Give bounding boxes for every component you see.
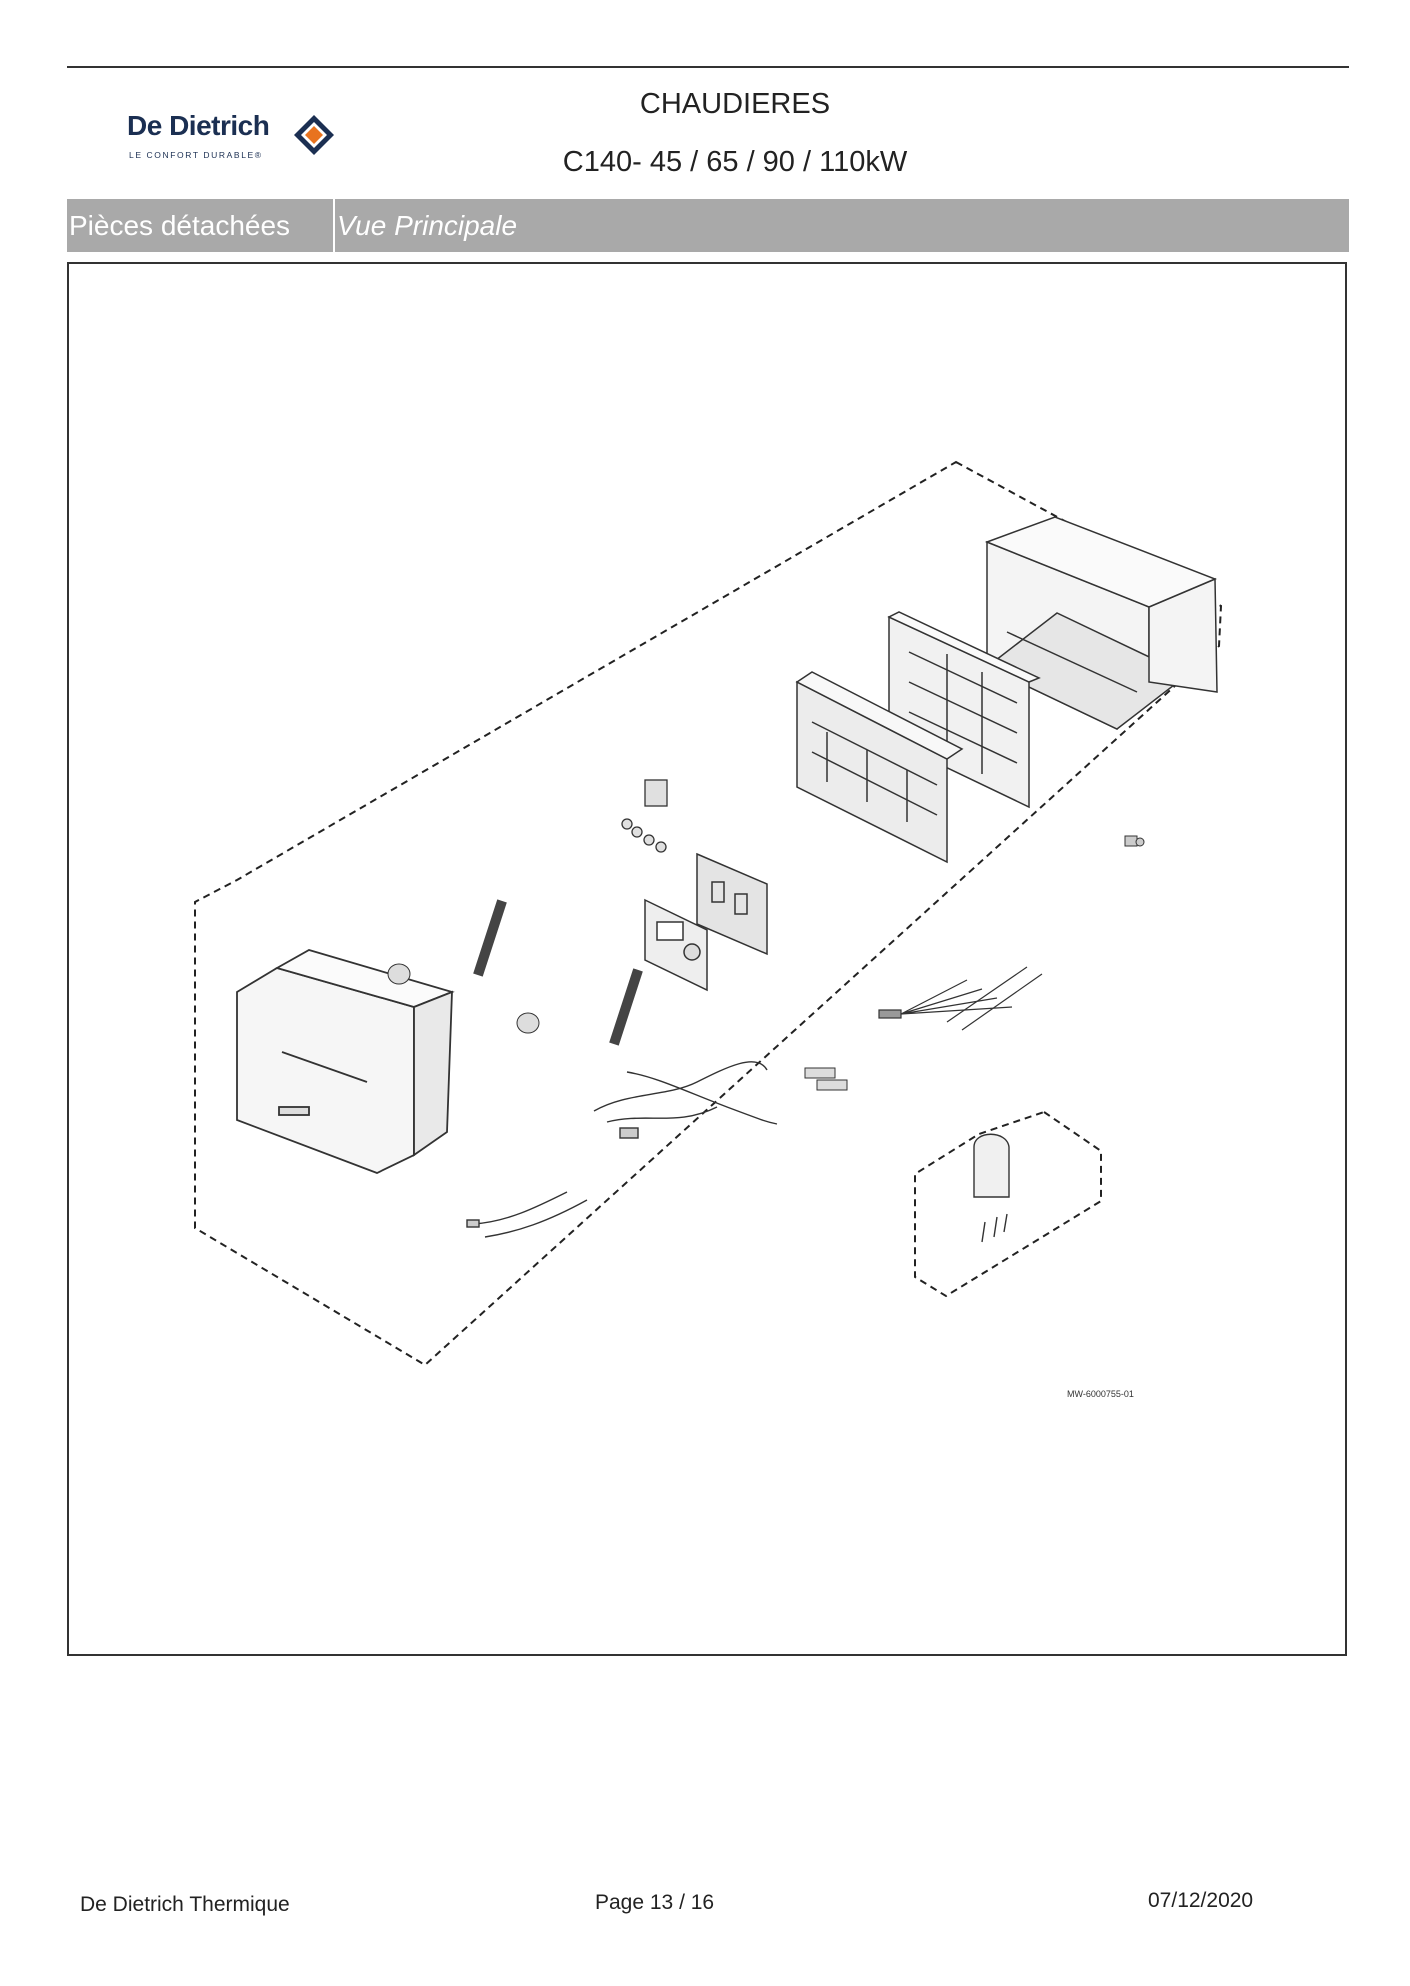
exploded-parts-diagram: 1 MW-6000755-01 <box>194 460 1223 1399</box>
banner-divider <box>333 199 335 252</box>
logo-wordmark: De Dietrich <box>127 110 270 141</box>
part-rail <box>473 899 507 977</box>
part-knob <box>387 963 411 985</box>
view-label: Vue Principale <box>337 210 518 241</box>
part-rear-panel <box>887 611 1041 809</box>
footer-company: De Dietrich Thermique <box>80 1893 290 1916</box>
assembly-outline <box>194 460 1223 1367</box>
model-subtitle: C140- 45 / 65 / 90 / 110kW <box>562 146 908 178</box>
logo-tagline: LE CONFORT DURABLE® <box>129 150 263 160</box>
drawing-reference: MW-6000755-01 <box>1067 1389 1134 1399</box>
kit-outline <box>914 1110 1102 1298</box>
footer-page-number: Page 13 / 16 <box>595 1891 715 1914</box>
diamond-logo-icon <box>294 115 334 155</box>
part-harness-15 <box>593 1061 778 1139</box>
part-control-frame <box>795 671 964 864</box>
part-display-module <box>644 898 708 992</box>
drawing-frame <box>67 262 1347 1656</box>
part-rail-2 <box>609 968 643 1046</box>
footer-date: 07/12/2020 <box>1148 1889 1254 1912</box>
document-title: CHAUDIERES <box>639 88 831 120</box>
part-connectors <box>621 779 668 853</box>
brand-logo: De Dietrich LE CONFORT DURABLE® <box>127 110 357 170</box>
section-label: Pièces détachées <box>69 210 291 241</box>
part-kit-25 <box>973 1133 1010 1243</box>
part-control-board <box>696 852 768 956</box>
section-banner: Pièces détachées Vue Principale <box>67 199 1349 252</box>
part-knob-2 <box>516 1012 540 1034</box>
part-front-cover <box>236 949 455 1174</box>
part-cable-16 <box>466 1191 588 1238</box>
part-back-casing <box>984 516 1218 730</box>
top-rule <box>67 66 1349 68</box>
part-sensor <box>1124 835 1145 847</box>
part-harness-13 <box>878 966 1043 1031</box>
part-fuses <box>804 1067 848 1091</box>
